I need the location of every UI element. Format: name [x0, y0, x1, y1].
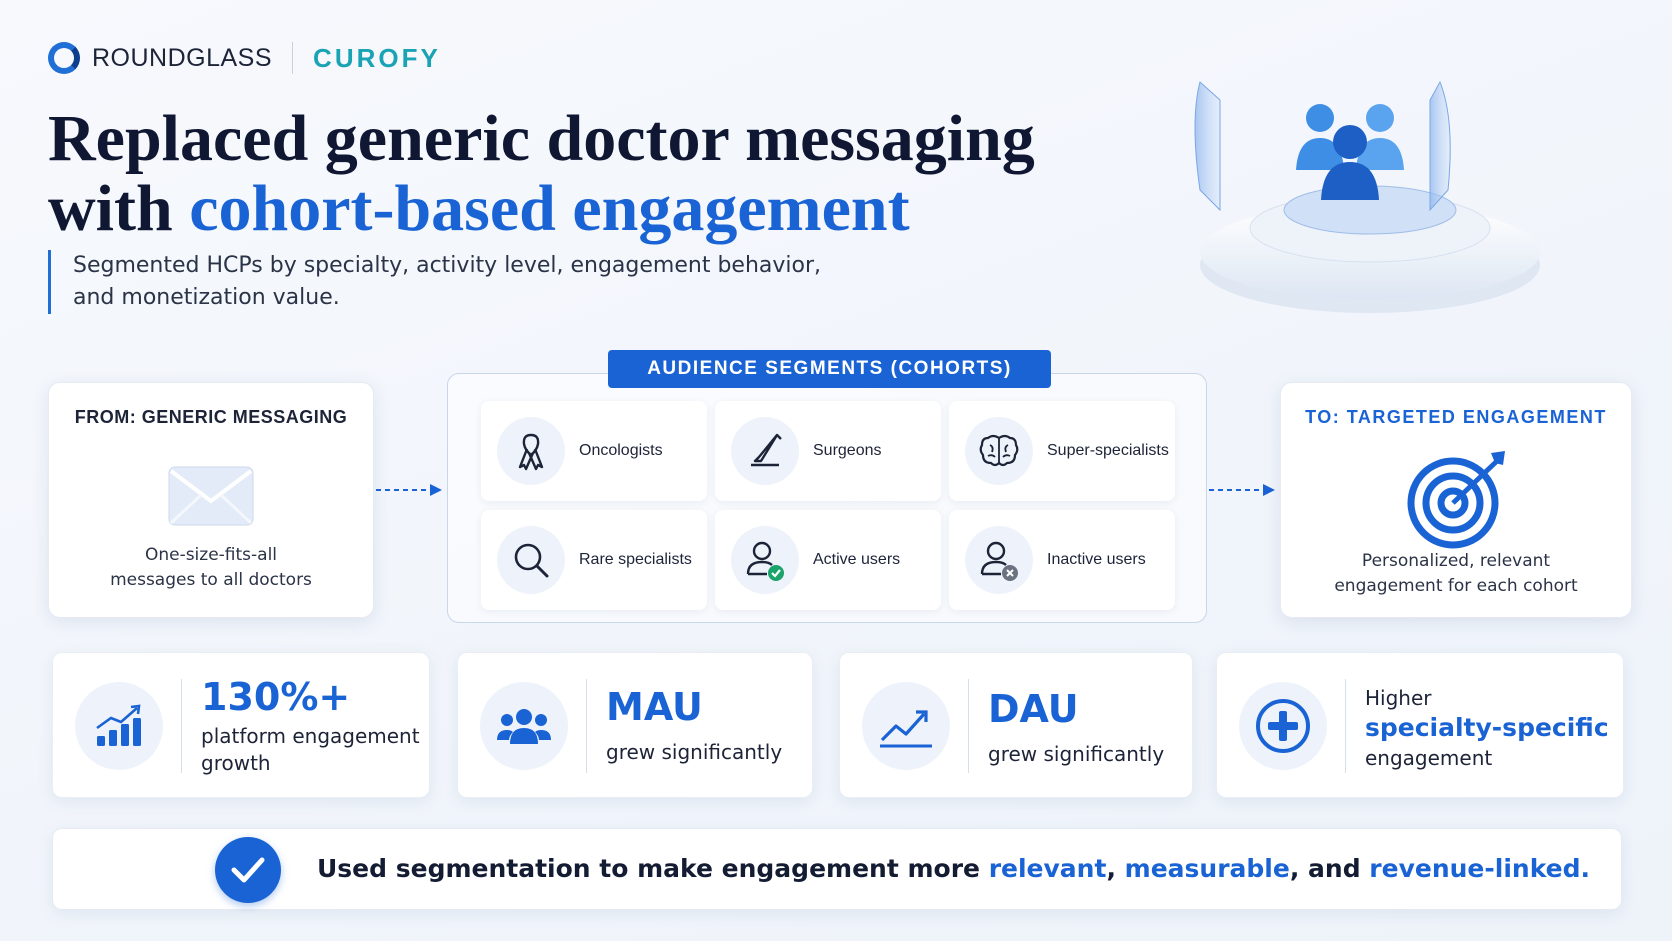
- metric-description-line-1: platform engagement: [201, 724, 420, 748]
- from-card-description: One-size-fits-all messages to all doctor…: [49, 543, 373, 593]
- segment-label: Super-specialists: [1047, 442, 1169, 459]
- arrow-segments-to-targeted: [1209, 484, 1275, 496]
- from-card-heading: FROM: GENERIC MESSAGING: [74, 407, 348, 427]
- group-icon: [480, 682, 568, 770]
- metric-engagement-growth: 130%+ platform engagement growth: [52, 652, 430, 798]
- magnifier-icon: [497, 526, 565, 594]
- summary-measurable: measurable: [1124, 854, 1290, 883]
- metric-description-line-2: growth: [201, 751, 271, 775]
- brand-bar: ROUNDGLASS CUROFY: [48, 40, 441, 76]
- segment-active-users: Active users: [715, 510, 941, 610]
- summary-text: Used segmentation to make engagement mor…: [317, 854, 1590, 883]
- ribbon-icon: [497, 417, 565, 485]
- metric-specialty-engagement: Higher specialty-specific engagement: [1216, 652, 1624, 798]
- from-generic-card: FROM: GENERIC MESSAGING One-size-fits-al…: [48, 382, 374, 618]
- metric-description: grew significantly: [988, 742, 1165, 766]
- roundglass-logo-icon: [48, 42, 80, 74]
- user-check-icon: [731, 526, 799, 594]
- metric-value: 130%+: [201, 675, 351, 719]
- segment-label: Surgeons: [813, 442, 882, 459]
- trend-up-icon: [862, 682, 950, 770]
- metric-dau: DAU grew significantly: [839, 652, 1193, 798]
- title-line-1: Replaced generic doctor messaging: [48, 102, 1035, 175]
- brand-roundglass: ROUNDGLASS: [92, 43, 273, 72]
- metric-value: MAU: [606, 685, 703, 729]
- metric-mau: MAU grew significantly: [457, 652, 813, 798]
- medical-plus-icon: [1239, 682, 1327, 770]
- cohort-podium-illustration: [1194, 80, 1540, 313]
- scalpel-icon: [731, 417, 799, 485]
- metric-highlight: specialty-specific: [1365, 713, 1609, 742]
- summary-banner: Used segmentation to make engagement mor…: [52, 828, 1622, 910]
- envelope-icon: [168, 466, 254, 526]
- summary-relevant: relevant: [988, 854, 1107, 883]
- to-card-line-2: engagement for each cohort: [1334, 576, 1578, 596]
- bar-chart-icon: [75, 682, 163, 770]
- check-icon: [215, 837, 281, 903]
- summary-sep-2: , and: [1289, 854, 1370, 883]
- from-card-line-2: messages to all doctors: [110, 570, 312, 590]
- summary-prefix: Used segmentation to make engagement mor…: [317, 854, 989, 883]
- title-highlight: cohort-based engagement: [189, 172, 910, 245]
- to-targeted-card: TO: TARGETED ENGAGEMENT Personalized, re…: [1280, 382, 1632, 618]
- metric-description: platform engagement growth: [201, 723, 420, 777]
- audience-segments-title: AUDIENCE SEGMENTS (COHORTS): [608, 350, 1051, 388]
- segment-label: Rare specialists: [579, 551, 692, 568]
- title-line-2: with cohort-based engagement: [48, 174, 1035, 244]
- brain-icon: [965, 417, 1033, 485]
- to-card-heading: TO: TARGETED ENGAGEMENT: [1305, 407, 1607, 427]
- page-title: Replaced generic doctor messaging with c…: [48, 104, 1035, 244]
- metric-pre: Higher: [1365, 686, 1432, 710]
- from-card-line-1: One-size-fits-all: [144, 545, 278, 565]
- segment-rare-specialists: Rare specialists: [481, 510, 707, 610]
- segment-oncologists: Oncologists: [481, 401, 707, 501]
- subtitle-line-2: and monetization value.: [73, 285, 340, 310]
- metric-description: grew significantly: [606, 740, 783, 764]
- metric-description: Higher specialty-specific engagement: [1365, 683, 1609, 773]
- metric-divider: [586, 679, 587, 773]
- metric-post: engagement: [1365, 746, 1493, 770]
- segment-surgeons: Surgeons: [715, 401, 941, 501]
- segment-label: Inactive users: [1047, 551, 1146, 568]
- subtitle-line-1: Segmented HCPs by specialty, activity le…: [73, 253, 821, 278]
- title-line-2-plain: with: [48, 172, 190, 245]
- summary-revenue-linked: revenue-linked.: [1369, 854, 1590, 883]
- metric-divider: [181, 679, 182, 773]
- segment-label: Oncologists: [579, 442, 663, 459]
- to-card-line-1: Personalized, relevant: [1361, 551, 1551, 571]
- brand-divider: [292, 42, 294, 74]
- user-x-icon: [965, 526, 1033, 594]
- target-icon: [1407, 451, 1505, 549]
- segment-label: Active users: [813, 551, 901, 568]
- metric-value: DAU: [988, 687, 1079, 731]
- metric-divider: [1345, 679, 1346, 773]
- segment-super-specialists: Super-specialists: [949, 401, 1175, 501]
- to-card-description: Personalized, relevant engagement for ea…: [1281, 549, 1631, 599]
- subtitle: Segmented HCPs by specialty, activity le…: [48, 250, 868, 314]
- summary-sep-1: ,: [1106, 854, 1125, 883]
- arrow-from-to-segments: [376, 484, 442, 496]
- brand-curofy: CUROFY: [313, 42, 441, 73]
- metric-divider: [968, 679, 969, 773]
- segment-inactive-users: Inactive users: [949, 510, 1175, 610]
